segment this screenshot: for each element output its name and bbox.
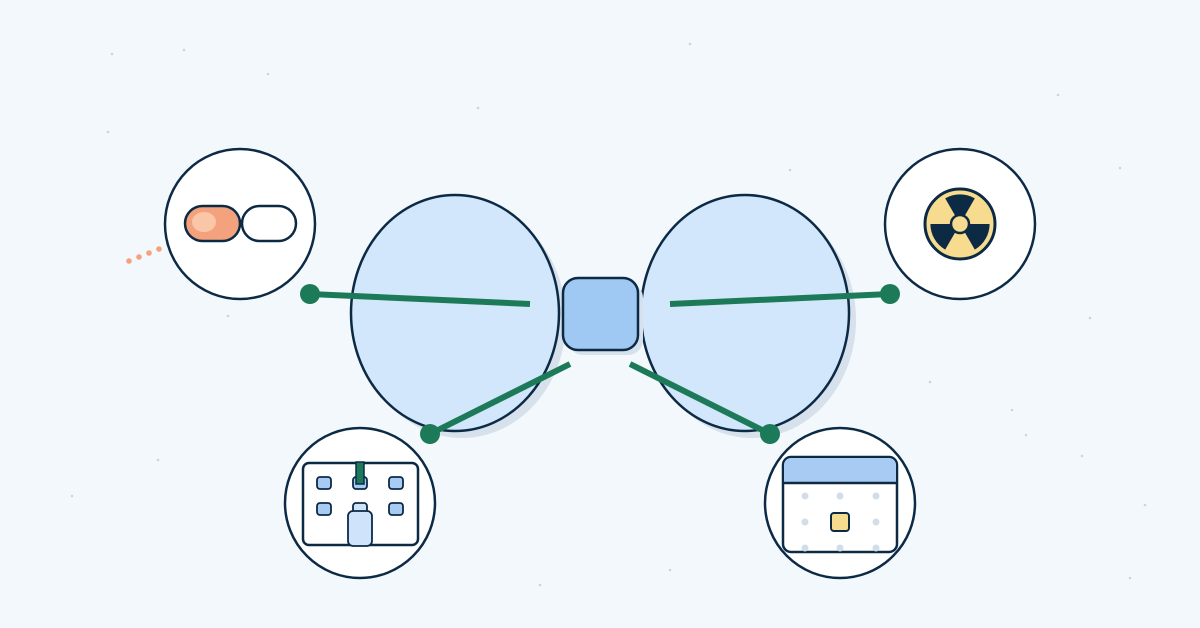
connector-endpoints (300, 284, 900, 444)
connector-top-right (669, 291, 891, 307)
calendar-badge (763, 426, 917, 580)
connector-bottom-left (428, 361, 572, 437)
radiation-hazard-icon (923, 187, 997, 261)
medication-box-badge (283, 426, 437, 580)
medication-box-icon (301, 461, 420, 547)
radiation-badge (883, 147, 1037, 301)
pills-badge (163, 147, 317, 301)
dotted-trail (126, 241, 172, 264)
right-lobe (639, 193, 851, 433)
isthmus-center (561, 276, 640, 352)
pill-capsules-icon (183, 204, 298, 243)
connector-lines (309, 291, 891, 437)
left-lobe (349, 193, 561, 433)
calendar-icon (781, 455, 899, 554)
connector-top-left (309, 291, 531, 307)
connector-bottom-right (628, 361, 772, 437)
